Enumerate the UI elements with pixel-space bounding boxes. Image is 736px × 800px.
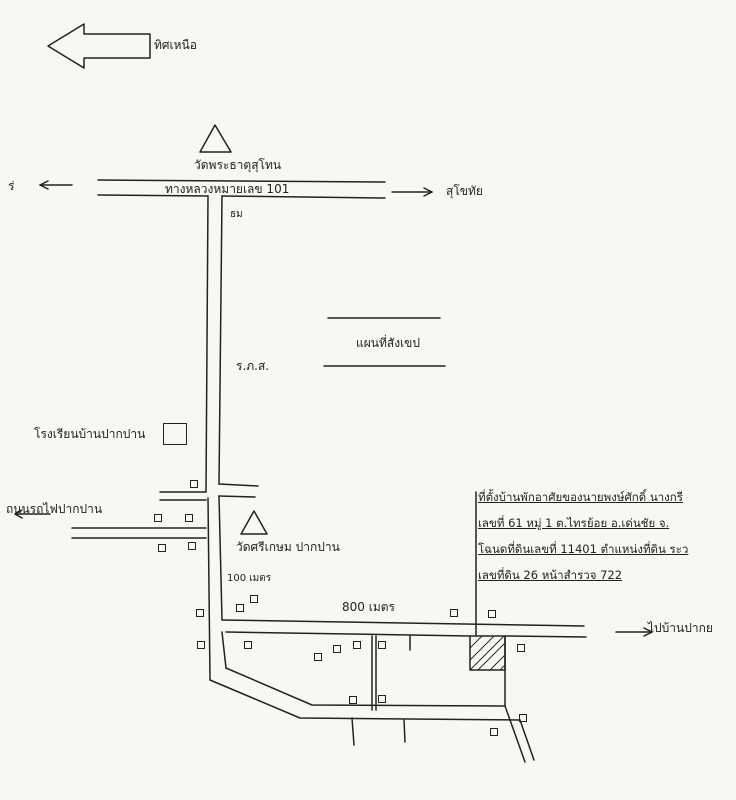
building xyxy=(158,544,166,552)
main-road-east-lower xyxy=(218,495,223,621)
building xyxy=(490,728,498,736)
temple-top-label: วัดพระธาตุสุโทน xyxy=(194,158,282,172)
road-800m-bottom xyxy=(225,631,471,637)
lane-bottom-1 xyxy=(351,717,355,746)
property-line-2: เลขที่ 61 หมู่ 1 ต.ไทรย้อย อ.เด่นชัย จ. xyxy=(478,516,670,530)
property-info: ที่ตั้งบ้านพักอาศัยของนายพงษ์ศักดิ์ นางก… xyxy=(478,484,736,588)
building xyxy=(450,609,458,617)
highway-label: ทางหลวงหมายเลข 101 xyxy=(165,182,290,196)
school-building xyxy=(163,423,187,445)
to-village-label: ไปบ้านปากย xyxy=(648,621,713,635)
main-road-east-lower2 xyxy=(221,631,227,669)
property-line-1: ที่ตั้งบ้านพักอาศัยของนายพงษ์ศักดิ์ นางก… xyxy=(478,490,683,504)
left-arrow-head xyxy=(39,180,49,190)
main-road-east xyxy=(218,195,223,485)
highway-edge-bottom xyxy=(97,194,209,197)
building xyxy=(378,695,386,703)
main-road-west xyxy=(205,195,209,493)
temple-top-icon xyxy=(199,124,232,153)
building xyxy=(488,610,496,618)
temple-mid-icon xyxy=(240,510,268,535)
highway-edge-top xyxy=(97,179,386,183)
building xyxy=(517,644,525,652)
building xyxy=(333,645,341,653)
building xyxy=(314,653,322,661)
sukhothai-label: สุโขทัย xyxy=(446,184,483,198)
stub-road-east-1 xyxy=(218,483,259,487)
lower-road-curve xyxy=(209,679,521,721)
building xyxy=(244,641,252,649)
distance-800m-label: 800 เมตร xyxy=(342,600,395,614)
lane-bottom-2 xyxy=(403,719,406,743)
stub-road-east-2 xyxy=(218,495,256,498)
north-label: ทิศเหนือ xyxy=(154,38,197,52)
building xyxy=(197,641,205,649)
lower-road-diagonal-1 xyxy=(504,705,526,763)
small-mark-label: ธม xyxy=(230,209,243,220)
building xyxy=(196,609,204,617)
to-village-arrow-head xyxy=(643,627,653,637)
map-title: แผนที่สังเขป xyxy=(356,336,420,350)
building xyxy=(349,696,357,704)
left-direction-label: ร่ xyxy=(8,179,15,193)
parcel-hatching xyxy=(469,635,506,671)
property-line-3: โฉนดที่ดินเลขที่ 11401 ตำแหน่งที่ดิน ระว xyxy=(478,542,689,556)
distance-100m-label: 100 เมตร xyxy=(227,573,272,584)
main-road-west-lower xyxy=(207,497,211,681)
building xyxy=(188,542,196,550)
building xyxy=(378,641,386,649)
building xyxy=(236,604,244,612)
north-arrow-icon xyxy=(47,23,151,69)
road-800m-bottom-right xyxy=(504,635,587,638)
right-arrow-head xyxy=(423,187,433,197)
railway-label: ถนนรถไฟปากปาน xyxy=(6,502,103,516)
building xyxy=(519,714,527,722)
lower-road-curve-inner xyxy=(225,667,506,707)
rural-road-label: ร.ภ.ส. xyxy=(236,359,270,373)
highway-edge-bottom-right xyxy=(221,195,386,199)
school-label: โรงเรียนบ้านปากปาน xyxy=(34,427,146,441)
lower-road-diagonal-2 xyxy=(519,719,535,761)
building xyxy=(154,514,162,522)
building xyxy=(250,595,258,603)
temple-mid-label: วัดศรีเกษม ปากปาน xyxy=(236,540,340,554)
building xyxy=(353,641,361,649)
road-800m-top xyxy=(221,619,585,627)
railway-arrow-head xyxy=(14,509,23,519)
property-line-4: เลขที่ดิน 26 หน้าสำรวจ 722 xyxy=(478,568,623,582)
building xyxy=(190,480,198,488)
building xyxy=(185,514,193,522)
